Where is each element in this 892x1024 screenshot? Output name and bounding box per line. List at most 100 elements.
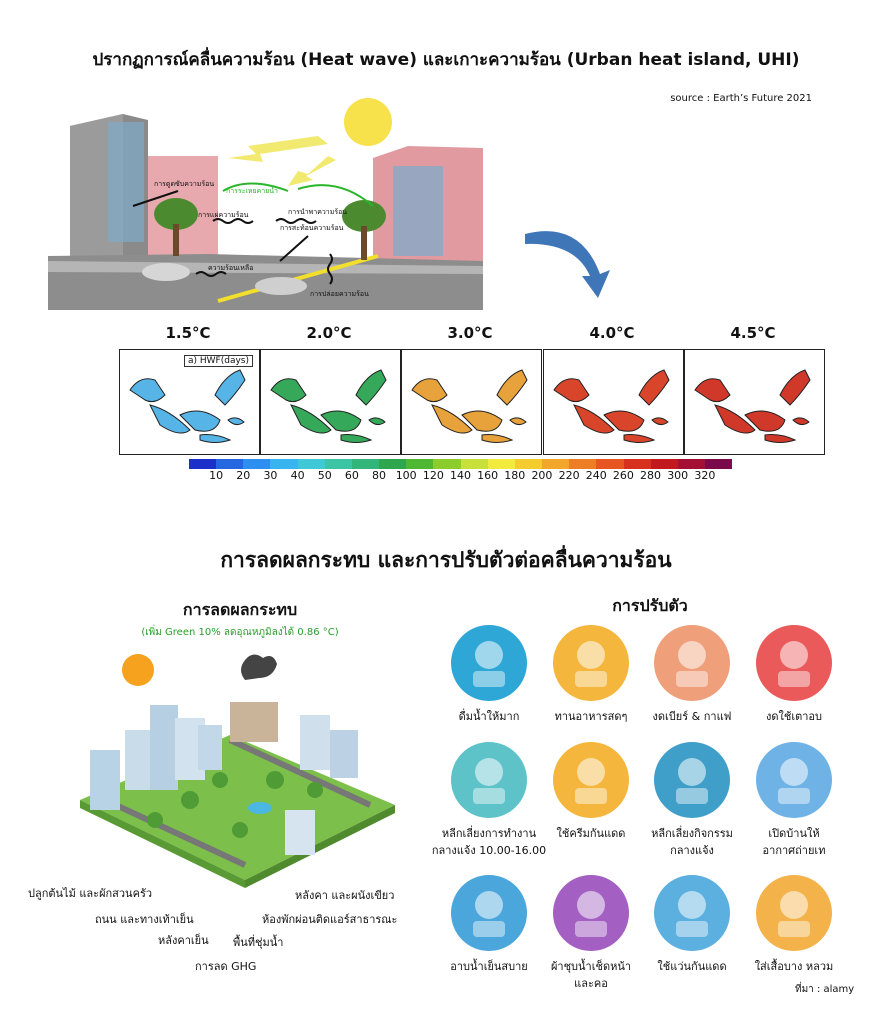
- cool-bath-icon: [451, 875, 527, 951]
- map-title: 2.0°C: [306, 324, 352, 342]
- tip-label: ผ้าชุบน้ำเช็ดหน้า และคอ: [550, 960, 632, 990]
- colorbar-tick-label: 30: [263, 469, 278, 482]
- label-reflect: การสะท้อนความร้อน: [280, 224, 344, 232]
- colorbar-swatch: [704, 459, 733, 469]
- label-absorb: การดูดซับความร้อน: [154, 180, 214, 188]
- map-title: 4.0°C: [589, 324, 635, 342]
- colorbar-tick-label: 10: [209, 469, 224, 482]
- colorbar-swatch: [542, 459, 570, 469]
- tip-label: หลีกเลี่ยงการทำงาน กลางแจ้ง 10.00-16.00: [431, 827, 547, 857]
- colorbar-tick-label: 320: [694, 469, 716, 482]
- colorbar-swatch: [351, 459, 380, 469]
- adaptation-tip: ใช้แว่นกันแดด: [627, 875, 757, 976]
- colorbar-swatch: [569, 459, 597, 469]
- colorbar-tick-label: 40: [290, 469, 305, 482]
- tip-label: งดใช้เตาอบ: [765, 710, 823, 723]
- page-title: ปรากฏการณ์คลื่นความร้อน (Heat wave) และเ…: [92, 50, 800, 70]
- urban-heat-island-illustration: การดูดซับความร้อน การระเหยคายน้ำ การแผ่ค…: [48, 96, 483, 310]
- colorbar-tick-label: 300: [667, 469, 689, 482]
- curved-arrow-icon: [525, 231, 610, 298]
- colorbar-swatch: [216, 459, 244, 469]
- heatwave-map: [260, 349, 401, 455]
- wet-towel-icon: [553, 875, 629, 951]
- map-title: 4.5°C: [730, 324, 776, 342]
- colorbar-tick-label: 60: [344, 469, 359, 482]
- colorbar-tick-label: 200: [531, 469, 553, 482]
- label-plant: ปลูกต้นไม้ และผักสวนครัว: [28, 887, 153, 900]
- colorbar-swatch: [487, 459, 515, 469]
- no-oven-icon: [756, 625, 832, 701]
- colorbar-tick-label: 120: [422, 469, 444, 482]
- map-title: 1.5°C: [165, 324, 211, 342]
- label-ghg: การลด GHG: [195, 960, 257, 973]
- tip-label: ใช้แว่นกันแดด: [657, 960, 727, 973]
- colorbar-swatch: [324, 459, 352, 469]
- colorbar-swatch: [650, 459, 678, 469]
- adaptation-tip: เปิดบ้านให้ อากาศถ่ายเท: [729, 742, 859, 859]
- source-credit: ที่มา : alamy: [795, 984, 855, 995]
- adaptation-title: การปรับตัว: [612, 596, 688, 615]
- water-bottle-icon: [451, 625, 527, 701]
- no-outdoor-activity-icon: [654, 742, 730, 818]
- colorbar-swatch: [270, 459, 298, 469]
- adaptation-tip: งดใช้เตาอบ: [729, 625, 859, 726]
- adaptation-tip: อาบน้ำเย็นสบาย: [424, 875, 554, 976]
- green-city-illustration: [80, 654, 395, 888]
- heatwave-map: [543, 349, 684, 455]
- colorbar-tick-label: 220: [558, 469, 580, 482]
- tip-label: ใช้ครีมกันแดด: [556, 827, 626, 840]
- adaptation-tip: ดื่มน้ำให้มาก: [424, 625, 554, 726]
- colorbar: [189, 459, 733, 469]
- colorbar-tick-label: 50: [317, 469, 332, 482]
- adaptation-tip: ใส่เสื้อบาง หลวม: [729, 875, 859, 976]
- colorbar-swatch: [677, 459, 705, 469]
- colorbar-tick-label: 240: [585, 469, 607, 482]
- colorbar-swatch: [189, 459, 217, 469]
- colorbar-swatch: [379, 459, 407, 469]
- tip-label: หลีกเลี่ยงกิจกรรม กลางแจ้ง: [651, 827, 733, 857]
- label-wetland: พื้นที่ชุ่มน้ำ: [233, 936, 284, 949]
- fresh-food-icon: [553, 625, 629, 701]
- colorbar-swatch: [433, 459, 461, 469]
- colorbar-tick-label: 80: [372, 469, 387, 482]
- light-clothes-icon: [756, 875, 832, 951]
- label-green-roof: หลังคา และผนังเขียว: [295, 889, 395, 902]
- colorbar-swatch: [596, 459, 624, 469]
- label-convect: การนำพาความร้อน: [288, 208, 347, 216]
- adaptation-tip: งดเบียร์ & กาแฟ: [627, 625, 757, 726]
- colorbar-swatch: [514, 459, 543, 469]
- colorbar-tick-label: 100: [395, 469, 417, 482]
- section-title: การลดผลกระทบ และการปรับตัวต่อคลื่นความร้…: [220, 548, 672, 572]
- colorbar-swatch: [623, 459, 651, 469]
- colorbar-tick-label: 280: [640, 469, 662, 482]
- colorbar-swatch: [406, 459, 434, 469]
- colorbar-tick-label: 140: [450, 469, 471, 482]
- adaptation-tip: ทานอาหารสดๆ: [526, 625, 656, 726]
- mitigation-title: การลดผลกระทบ: [182, 600, 298, 619]
- label-cool-roof: หลังคาเย็น: [158, 934, 209, 947]
- colorbar-swatch: [460, 459, 488, 469]
- ventilation-icon: [756, 742, 832, 818]
- colorbar-swatch: [297, 459, 325, 469]
- label-aircon-room: ห้องพักผ่อนติดแอร์สาธารณะ: [262, 913, 398, 926]
- adaptation-tip: ผ้าชุบน้ำเช็ดหน้า และคอ: [526, 875, 656, 992]
- tip-label: ทานอาหารสดๆ: [554, 710, 628, 723]
- tip-label: อาบน้ำเย็นสบาย: [450, 960, 528, 973]
- label-road: ถนน และทางเท้าเย็น: [95, 913, 194, 926]
- heatwave-map: a) HWF(days): [119, 349, 260, 455]
- colorbar-tick-label: 20: [236, 469, 251, 482]
- tip-label: ดื่มน้ำให้มาก: [458, 710, 520, 723]
- adaptation-tip: ใช้ครีมกันแดด: [526, 742, 656, 843]
- sunscreen-icon: [553, 742, 629, 818]
- label-evapo: การระเหยคายน้ำ: [226, 184, 278, 195]
- map-title: 3.0°C: [447, 324, 493, 342]
- adaptation-tip: หลีกเลี่ยงการทำงาน กลางแจ้ง 10.00-16.00: [424, 742, 554, 859]
- label-radiate: การแผ่ความร้อน: [198, 211, 249, 219]
- colorbar-swatch: [243, 459, 271, 469]
- colorbar-tick-label: 180: [504, 469, 526, 482]
- colorbar-tick-label: 260: [612, 469, 634, 482]
- adaptation-tip: หลีกเลี่ยงกิจกรรม กลางแจ้ง: [627, 742, 757, 859]
- hot-sun-clock-icon: [451, 742, 527, 818]
- label-release: การปล่อยความร้อน: [310, 290, 369, 298]
